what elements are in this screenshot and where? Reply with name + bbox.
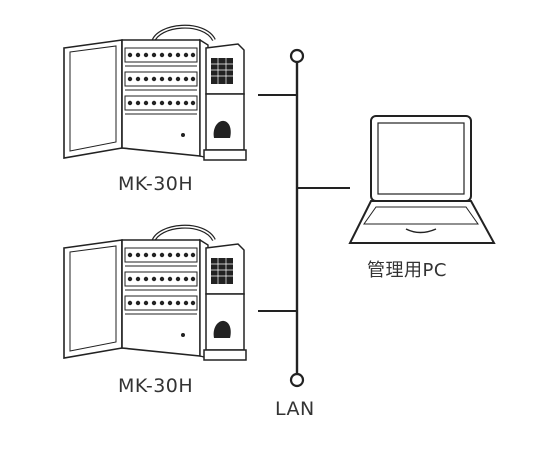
lan-label: LAN [275, 398, 315, 420]
laptop-icon [348, 115, 496, 244]
device-label: MK-30H [118, 173, 194, 195]
key-cabinet-icon [62, 224, 248, 362]
key-cabinet-icon [62, 24, 248, 162]
lan-bus-end-bottom [289, 372, 305, 388]
lan-bus-end-top [289, 48, 305, 64]
pc-label: 管理用PC [367, 260, 447, 281]
device-label: MK-30H [118, 375, 194, 397]
